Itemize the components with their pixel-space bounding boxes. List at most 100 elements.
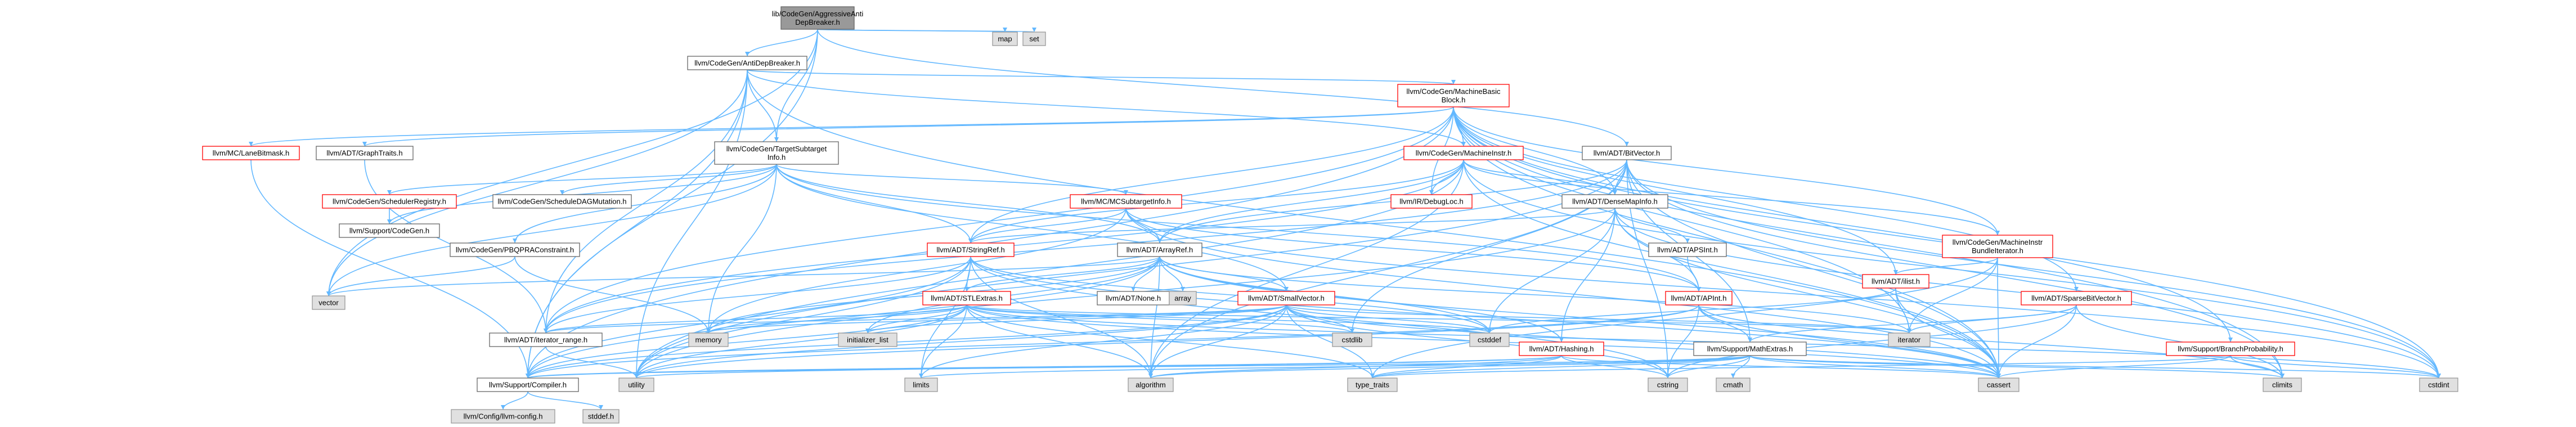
node-hashing[interactable]: llvm/ADT/Hashing.h xyxy=(1519,341,1604,356)
node-label: stddef.h xyxy=(588,412,614,421)
edge-tsi-to-supportcg xyxy=(389,164,777,224)
node-scheddag[interactable]: llvm/CodeGen/ScheduleDAGMutation.h xyxy=(492,194,632,209)
edge-branchprob-to-typetraits xyxy=(1372,355,2231,379)
edge-arrayref-to-stlextras xyxy=(966,256,1160,292)
node-mathextras[interactable]: llvm/Support/MathExtras.h xyxy=(1693,341,1807,356)
node-graphtraits[interactable]: llvm/ADT/GraphTraits.h xyxy=(316,146,414,160)
edge-tsi-to-apint xyxy=(776,164,1699,292)
node-utility: utility xyxy=(618,377,654,392)
node-box xyxy=(489,332,603,347)
edge-smallvector-to-limits xyxy=(921,304,1287,379)
edge-arrowhead xyxy=(964,287,969,291)
node-densemapinfo[interactable]: llvm/ADT/DenseMapInfo.h xyxy=(1561,194,1668,209)
node-mcsub[interactable]: llvm/MC/MCSubtargetInfo.h xyxy=(1070,194,1182,209)
node-memory: memory xyxy=(688,332,729,347)
edge-arrowhead xyxy=(560,190,564,195)
node-box xyxy=(2166,341,2295,356)
node-label: llvm/MC/MCSubtargetInfo.h xyxy=(1081,197,1171,206)
edge-stlextras-to-utility xyxy=(636,304,967,379)
node-label: llvm/CodeGen/SchedulerRegistry.h xyxy=(333,197,446,206)
node-label: vector xyxy=(318,299,339,307)
edge-tsi-to-mcsub xyxy=(776,164,1127,195)
node-label: Info.h xyxy=(768,153,786,161)
node-label: type_traits xyxy=(1356,381,1389,389)
edge-arrowhead xyxy=(2436,374,2441,378)
node-iteratorrange[interactable]: llvm/ADT/iterator_range.h xyxy=(489,332,603,347)
node-box xyxy=(1237,291,1335,305)
node-pbqp[interactable]: llvm/CodeGen/PBQPRAConstraint.h xyxy=(450,242,580,257)
node-label: llvm/ADT/DenseMapInfo.h xyxy=(1572,197,1658,206)
edge-densemapinfo-to-cstddef xyxy=(1489,208,1615,334)
edge-arrowhead xyxy=(1613,190,1617,195)
node-box xyxy=(451,409,555,424)
edge-apsint-to-apint xyxy=(1687,256,1699,292)
node-stringref[interactable]: llvm/ADT/StringRef.h xyxy=(927,242,1015,257)
node-box xyxy=(1117,242,1202,257)
edge-adb-to-iteratorrange xyxy=(545,69,748,334)
node-label: cstdlib xyxy=(1342,336,1363,344)
edge-stlextras-to-iteratorrange xyxy=(545,304,967,334)
node-smallvector[interactable]: llvm/ADT/SmallVector.h xyxy=(1237,291,1335,305)
node-bitvector[interactable]: llvm/ADT/BitVector.h xyxy=(1582,146,1672,160)
edge-arrayref-to-vector xyxy=(328,256,1160,296)
edge-stlextras-to-cstdlib xyxy=(966,304,1353,334)
node-cassert: cassert xyxy=(1978,377,2019,392)
edge-arrowhead xyxy=(2280,374,2285,378)
node-stlextras[interactable]: llvm/ADT/STLExtras.h xyxy=(922,291,1011,305)
node-supportcg[interactable]: llvm/Support/CodeGen.h xyxy=(339,223,440,238)
node-box xyxy=(922,291,1011,305)
node-stddef: stddef.h xyxy=(582,409,620,424)
node-lanebitmask[interactable]: llvm/MC/LaneBitmask.h xyxy=(202,146,300,160)
node-label: llvm/ADT/BitVector.h xyxy=(1594,149,1660,158)
edge-smallvector-to-cassert xyxy=(1286,304,1999,379)
edge-arrowhead xyxy=(2228,338,2233,342)
node-box xyxy=(582,409,620,424)
node-label: utility xyxy=(628,381,645,389)
node-adb[interactable]: llvm/CodeGen/AntiDepBreaker.h xyxy=(687,56,807,70)
node-apint[interactable]: llvm/ADT/APInt.h xyxy=(1665,291,1733,305)
node-none[interactable]: llvm/ADT/None.h xyxy=(1097,291,1170,305)
edge-tsi-to-pbqp xyxy=(514,164,777,244)
edge-arrowhead xyxy=(1429,190,1434,195)
node-label: llvm/ADT/iterator_range.h xyxy=(504,336,587,344)
edge-arrayref-to-none xyxy=(1133,256,1160,292)
edge-smallvector-to-cstdlib xyxy=(1286,304,1353,334)
node-compiler[interactable]: llvm/Support/Compiler.h xyxy=(477,377,579,392)
edge-adb-to-compiler xyxy=(527,69,748,379)
edge-arrowhead xyxy=(1451,80,1456,84)
edge-branchprob-to-cassert xyxy=(1998,355,2231,379)
edge-sparsebv-to-cassert xyxy=(1998,304,2077,379)
node-sparsebv[interactable]: llvm/ADT/SparseBitVector.h xyxy=(2021,291,2132,305)
node-mibundle[interactable]: llvm/CodeGen/MachineInstrBundleIterator.… xyxy=(1942,235,2053,258)
node-debugloc[interactable]: llvm/IR/DebugLoc.h xyxy=(1390,194,1473,209)
node-box xyxy=(1693,341,1807,356)
node-schedreg[interactable]: llvm/CodeGen/SchedulerRegistry.h xyxy=(322,194,457,209)
node-map: map xyxy=(992,32,1018,46)
node-label: llvm/Support/Compiler.h xyxy=(489,381,567,389)
node-box xyxy=(2419,377,2458,392)
node-box xyxy=(992,32,1018,46)
edge-ilist-to-cstddef xyxy=(1489,287,1896,334)
node-label: climits xyxy=(2272,381,2293,389)
node-arrayref[interactable]: llvm/ADT/ArrayRef.h xyxy=(1117,242,1202,257)
node-apsint[interactable]: llvm/ADT/APSInt.h xyxy=(1648,242,1727,257)
edge-arrowhead xyxy=(745,52,750,56)
edge-mbb-to-climits xyxy=(1453,106,2283,379)
edge-tsi-to-scheddag xyxy=(562,164,777,195)
edge-arrowhead xyxy=(362,142,367,146)
node-ilist[interactable]: llvm/ADT/ilist.h xyxy=(1862,274,1929,289)
node-label: llvm/ADT/SmallVector.h xyxy=(1248,294,1325,303)
node-label: map xyxy=(998,35,1012,43)
edge-adb-to-vector xyxy=(328,69,748,296)
edge-arrowhead xyxy=(249,142,253,146)
edge-arrowhead xyxy=(634,374,639,378)
node-box xyxy=(339,223,440,238)
edge-arrowhead xyxy=(387,219,392,224)
node-box xyxy=(927,242,1015,257)
node-branchprob[interactable]: llvm/Support/BranchProbability.h xyxy=(2166,341,2295,356)
node-box xyxy=(450,242,580,257)
node-minstr[interactable]: llvm/CodeGen/MachineInstr.h xyxy=(1403,146,1524,160)
